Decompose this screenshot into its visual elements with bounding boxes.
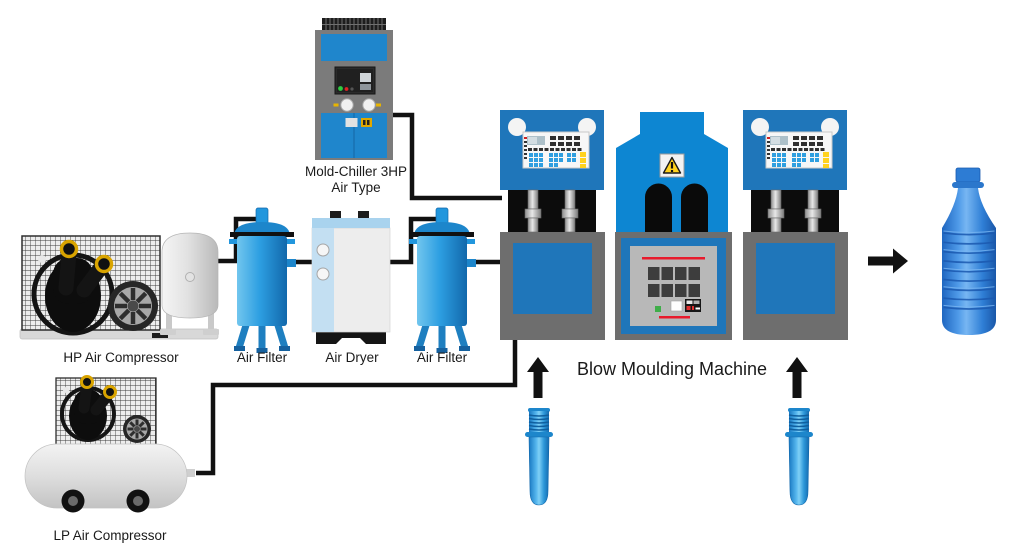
blow-moulding-left-unit <box>500 110 605 340</box>
chiller-grill <box>322 18 386 31</box>
pipe-chiller-to-machine <box>393 112 502 201</box>
bottle <box>942 167 996 335</box>
warning-icon <box>659 153 685 178</box>
lp-tank <box>24 443 188 509</box>
dryer-gauge <box>316 243 330 257</box>
bottle-ribs <box>943 232 995 310</box>
mold-chiller <box>315 18 393 160</box>
blow-moulding-center-unit <box>615 112 732 340</box>
label-air-dryer: Air Dryer <box>325 350 379 365</box>
dryer-base <box>316 332 386 344</box>
chiller-badge <box>361 118 372 127</box>
arrow-right-icon <box>868 248 908 274</box>
lp-fan-wheel-icon <box>123 415 151 443</box>
label-air-filter-2: Air Filter <box>417 350 468 365</box>
mould-cavity <box>681 183 708 232</box>
label-mold-chiller-line2: Air Type <box>331 180 380 195</box>
label-mold-chiller-line1: Mold-Chiller 3HP <box>305 164 407 179</box>
center-control-panel <box>630 246 717 326</box>
label-blow-moulding-machine: Blow Moulding Machine <box>577 359 767 379</box>
air-dryer <box>311 211 391 344</box>
chiller-screen <box>334 66 376 95</box>
lp-air-compressor <box>24 375 195 513</box>
mould-cavity <box>645 183 672 232</box>
hp-pump <box>31 239 115 336</box>
hp-air-compressor <box>19 232 219 340</box>
label-air-filter-1: Air Filter <box>237 350 288 365</box>
label-hp-compressor: HP Air Compressor <box>63 350 179 365</box>
arrow-up-right-icon <box>786 357 808 398</box>
bottle-body <box>942 188 996 335</box>
lp-wheels <box>61 489 150 513</box>
dryer-top-strip <box>312 218 390 228</box>
bottle-cap <box>955 167 981 183</box>
chiller-top-panel <box>321 34 387 61</box>
hp-fan-wheel-icon <box>108 281 158 331</box>
air-filter-2 <box>409 208 476 353</box>
preform-1 <box>524 407 554 506</box>
dryer-gauge <box>316 267 330 281</box>
label-lp-compressor: LP Air Compressor <box>53 528 167 543</box>
hp-tank <box>160 232 219 335</box>
blow-moulding-machine <box>500 110 848 340</box>
button-grid <box>648 267 700 297</box>
chiller-knobs <box>333 98 381 112</box>
mini-display <box>685 299 701 312</box>
arrow-up-left-icon <box>527 357 549 398</box>
pipe-lp-to-machine <box>196 339 518 476</box>
lp-pump <box>60 375 117 442</box>
blow-moulding-right-unit <box>743 110 848 340</box>
air-filter-1 <box>229 208 296 353</box>
preform-2 <box>784 407 814 506</box>
